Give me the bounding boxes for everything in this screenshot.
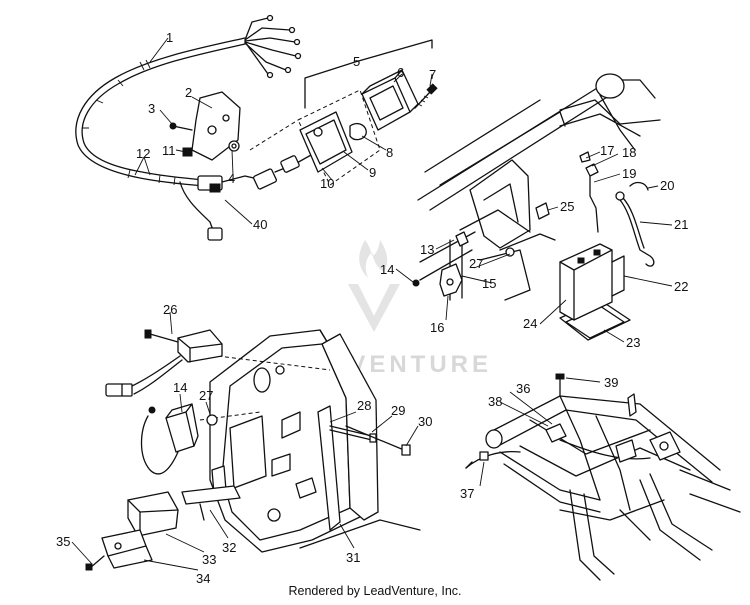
callout-31: 31 <box>346 550 360 565</box>
callout-30: 30 <box>418 414 432 429</box>
callout-25: 25 <box>560 199 574 214</box>
leader-lines <box>71 37 673 571</box>
callout-23: 23 <box>626 335 640 350</box>
callout-3: 3 <box>148 101 155 116</box>
callout-7: 7 <box>429 67 436 82</box>
callout-12: 12 <box>136 146 150 161</box>
callout-24: 24 <box>523 316 537 331</box>
callout-11: 11 <box>162 143 176 158</box>
callout-14-lower: 14 <box>173 380 187 395</box>
callout-labels: 1 2 3 4 5 6 7 8 9 10 11 12 40 13 14 15 1… <box>56 30 688 586</box>
callout-20: 20 <box>660 178 674 193</box>
callout-40: 40 <box>253 217 267 232</box>
callout-5: 5 <box>353 54 360 69</box>
callout-28: 28 <box>357 398 371 413</box>
callout-8: 8 <box>386 145 393 160</box>
callout-10: 10 <box>320 176 334 191</box>
callout-35: 35 <box>56 534 70 549</box>
callout-33: 33 <box>202 552 216 567</box>
callout-27-lower: 27 <box>199 388 213 403</box>
render-credit: Rendered by LeadVenture, Inc. <box>288 584 462 598</box>
callout-34: 34 <box>196 571 210 586</box>
callout-32: 32 <box>222 540 236 555</box>
callout-6: 6 <box>397 65 404 80</box>
callout-16: 16 <box>430 320 444 335</box>
callout-37: 37 <box>460 486 474 501</box>
callout-26: 26 <box>163 302 177 317</box>
callout-22: 22 <box>674 279 688 294</box>
callout-29: 29 <box>391 403 405 418</box>
frame-group <box>465 373 741 581</box>
panel-group <box>85 329 421 571</box>
callout-4: 4 <box>228 171 235 186</box>
callout-15: 15 <box>482 276 496 291</box>
callout-9: 9 <box>369 165 376 180</box>
callout-19: 19 <box>622 166 636 181</box>
callout-2: 2 <box>185 85 192 100</box>
callout-1: 1 <box>166 30 173 45</box>
callout-38: 38 <box>488 394 502 409</box>
callout-36: 36 <box>516 381 530 396</box>
battery-frame-group <box>412 73 661 341</box>
callout-18: 18 <box>622 145 636 160</box>
callout-14-upper: 14 <box>380 262 394 277</box>
callout-27-upper: 27 <box>469 256 483 271</box>
callout-13: 13 <box>420 242 434 257</box>
callout-39: 39 <box>604 375 618 390</box>
harness-group <box>75 14 438 241</box>
callout-21: 21 <box>674 217 688 232</box>
callout-17: 17 <box>600 143 614 158</box>
